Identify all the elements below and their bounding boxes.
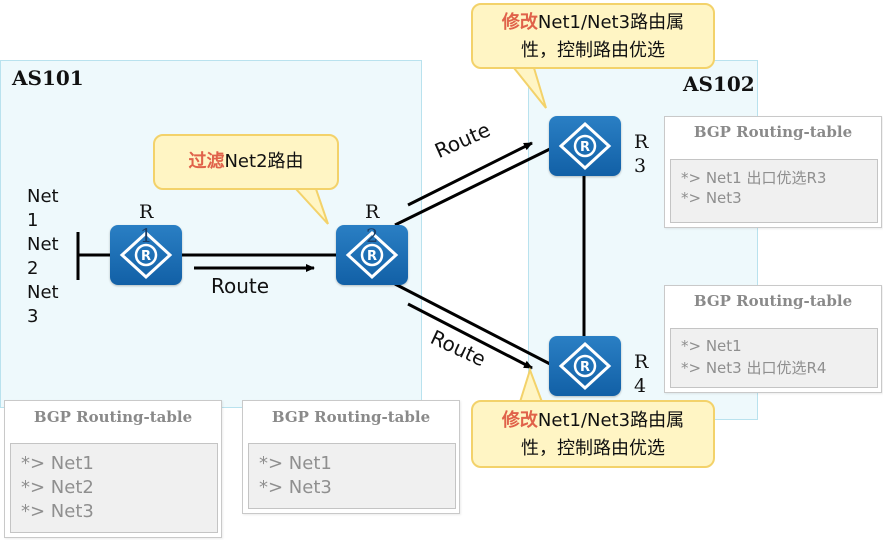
router-r1-label-line2: 1 (140, 225, 153, 247)
svg-text:R: R (580, 360, 590, 375)
callout-bottom-line1: Net1/Net3路由属 (537, 410, 685, 431)
router-r3-label-line1: R (634, 131, 649, 153)
arrow-r2-r3 (407, 141, 533, 207)
route-label-r1-r2: Route (211, 274, 270, 298)
net-label-3a: Net (27, 282, 59, 303)
callout-bottom-highlight: 修改 (501, 410, 538, 431)
router-r3-label-line2: 3 (634, 155, 647, 177)
bgp-table-r3-body: *> Net1 出口优选R3 *> Net3 (670, 159, 878, 223)
link-r2-r4 (394, 282, 553, 367)
callout-top-highlight: 修改 (501, 12, 538, 33)
net-label-3b: 3 (27, 306, 39, 327)
router-r2-label-line2: 2 (366, 225, 379, 247)
router-r4-label: R 4 (634, 350, 648, 398)
bgp-table-r1: BGP Routing-table *> Net1 *> Net2 *> Net… (4, 400, 222, 538)
router-r3-label: R 3 (634, 130, 648, 178)
arrow-r2-r4 (407, 302, 533, 370)
bgp-table-r4: BGP Routing-table *> Net1 *> Net3 出口优选R4 (664, 285, 882, 393)
bgp-entry: *> Net1 (21, 453, 94, 474)
callout-filter-net2: 过滤Net2路由 (153, 134, 339, 190)
callout-modify-top: 修改Net1/Net3路由属 性，控制路由优选 (471, 3, 715, 69)
bgp-table-r3: BGP Routing-table *> Net1 出口优选R3 *> Net3 (664, 116, 882, 228)
bgp-entry: *> Net3 出口优选R4 (681, 359, 827, 377)
router-r4[interactable]: R (549, 336, 621, 396)
router-icon: R (558, 121, 612, 171)
bgp-table-r4-title: BGP Routing-table (693, 292, 853, 310)
callout-top-line2: 性，控制路由优选 (521, 40, 665, 61)
router-r4-label-line2: 4 (634, 375, 647, 397)
router-r2-label: R 2 (365, 200, 379, 248)
router-r2[interactable]: R (336, 225, 408, 285)
router-r1-label-line1: R (139, 201, 154, 223)
bgp-table-r2-title: BGP Routing-table (271, 408, 431, 426)
router-icon: R (345, 230, 399, 280)
router-r1-label: R 1 (139, 200, 153, 248)
net-label-2b: 2 (27, 258, 39, 279)
router-icon: R (119, 230, 173, 280)
bgp-table-r4-body: *> Net1 *> Net3 出口优选R4 (670, 328, 878, 388)
callout-top-line1: Net1/Net3路由属 (537, 12, 685, 33)
router-r1[interactable]: R (110, 225, 182, 285)
callout-bottom-line2: 性，控制路由优选 (521, 438, 665, 459)
bgp-table-r3-title: BGP Routing-table (693, 123, 853, 141)
as102-title: AS102 (683, 72, 755, 96)
callout-modify-bottom: 修改Net1/Net3路由属 性，控制路由优选 (471, 400, 715, 468)
bgp-entry: *> Net1 (681, 337, 742, 355)
bgp-entry: *> Net1 出口优选R3 (681, 169, 827, 187)
bgp-entry: *> Net3 (681, 189, 742, 207)
net-label-1b: 1 (27, 210, 39, 231)
bgp-table-r2-body: *> Net1 *> Net3 (248, 443, 456, 509)
router-icon: R (558, 341, 612, 391)
router-r3[interactable]: R (549, 116, 621, 176)
net-labels: Net 1 Net 2 Net 3 (27, 185, 59, 329)
callout-filter-highlight: 过滤 (188, 151, 225, 172)
bgp-entry: *> Net3 (21, 501, 94, 522)
router-r2-label-line1: R (365, 201, 380, 223)
svg-text:R: R (141, 249, 151, 264)
bgp-table-r2: BGP Routing-table *> Net1 *> Net3 (242, 400, 460, 514)
bgp-table-r1-title: BGP Routing-table (33, 408, 193, 426)
svg-text:R: R (580, 140, 590, 155)
bgp-entry: *> Net2 (21, 477, 94, 498)
link-r2-r3 (394, 146, 553, 227)
callout-filter-text: Net2路由 (224, 151, 304, 172)
net-label-2a: Net (27, 234, 59, 255)
router-r4-label-line1: R (634, 351, 649, 373)
svg-text:R: R (367, 249, 377, 264)
bgp-entry: *> Net1 (259, 453, 332, 474)
net-label-1a: Net (27, 186, 59, 207)
bgp-table-r1-body: *> Net1 *> Net2 *> Net3 (10, 443, 218, 533)
bgp-entry: *> Net3 (259, 477, 332, 498)
as101-title: AS101 (12, 66, 84, 90)
